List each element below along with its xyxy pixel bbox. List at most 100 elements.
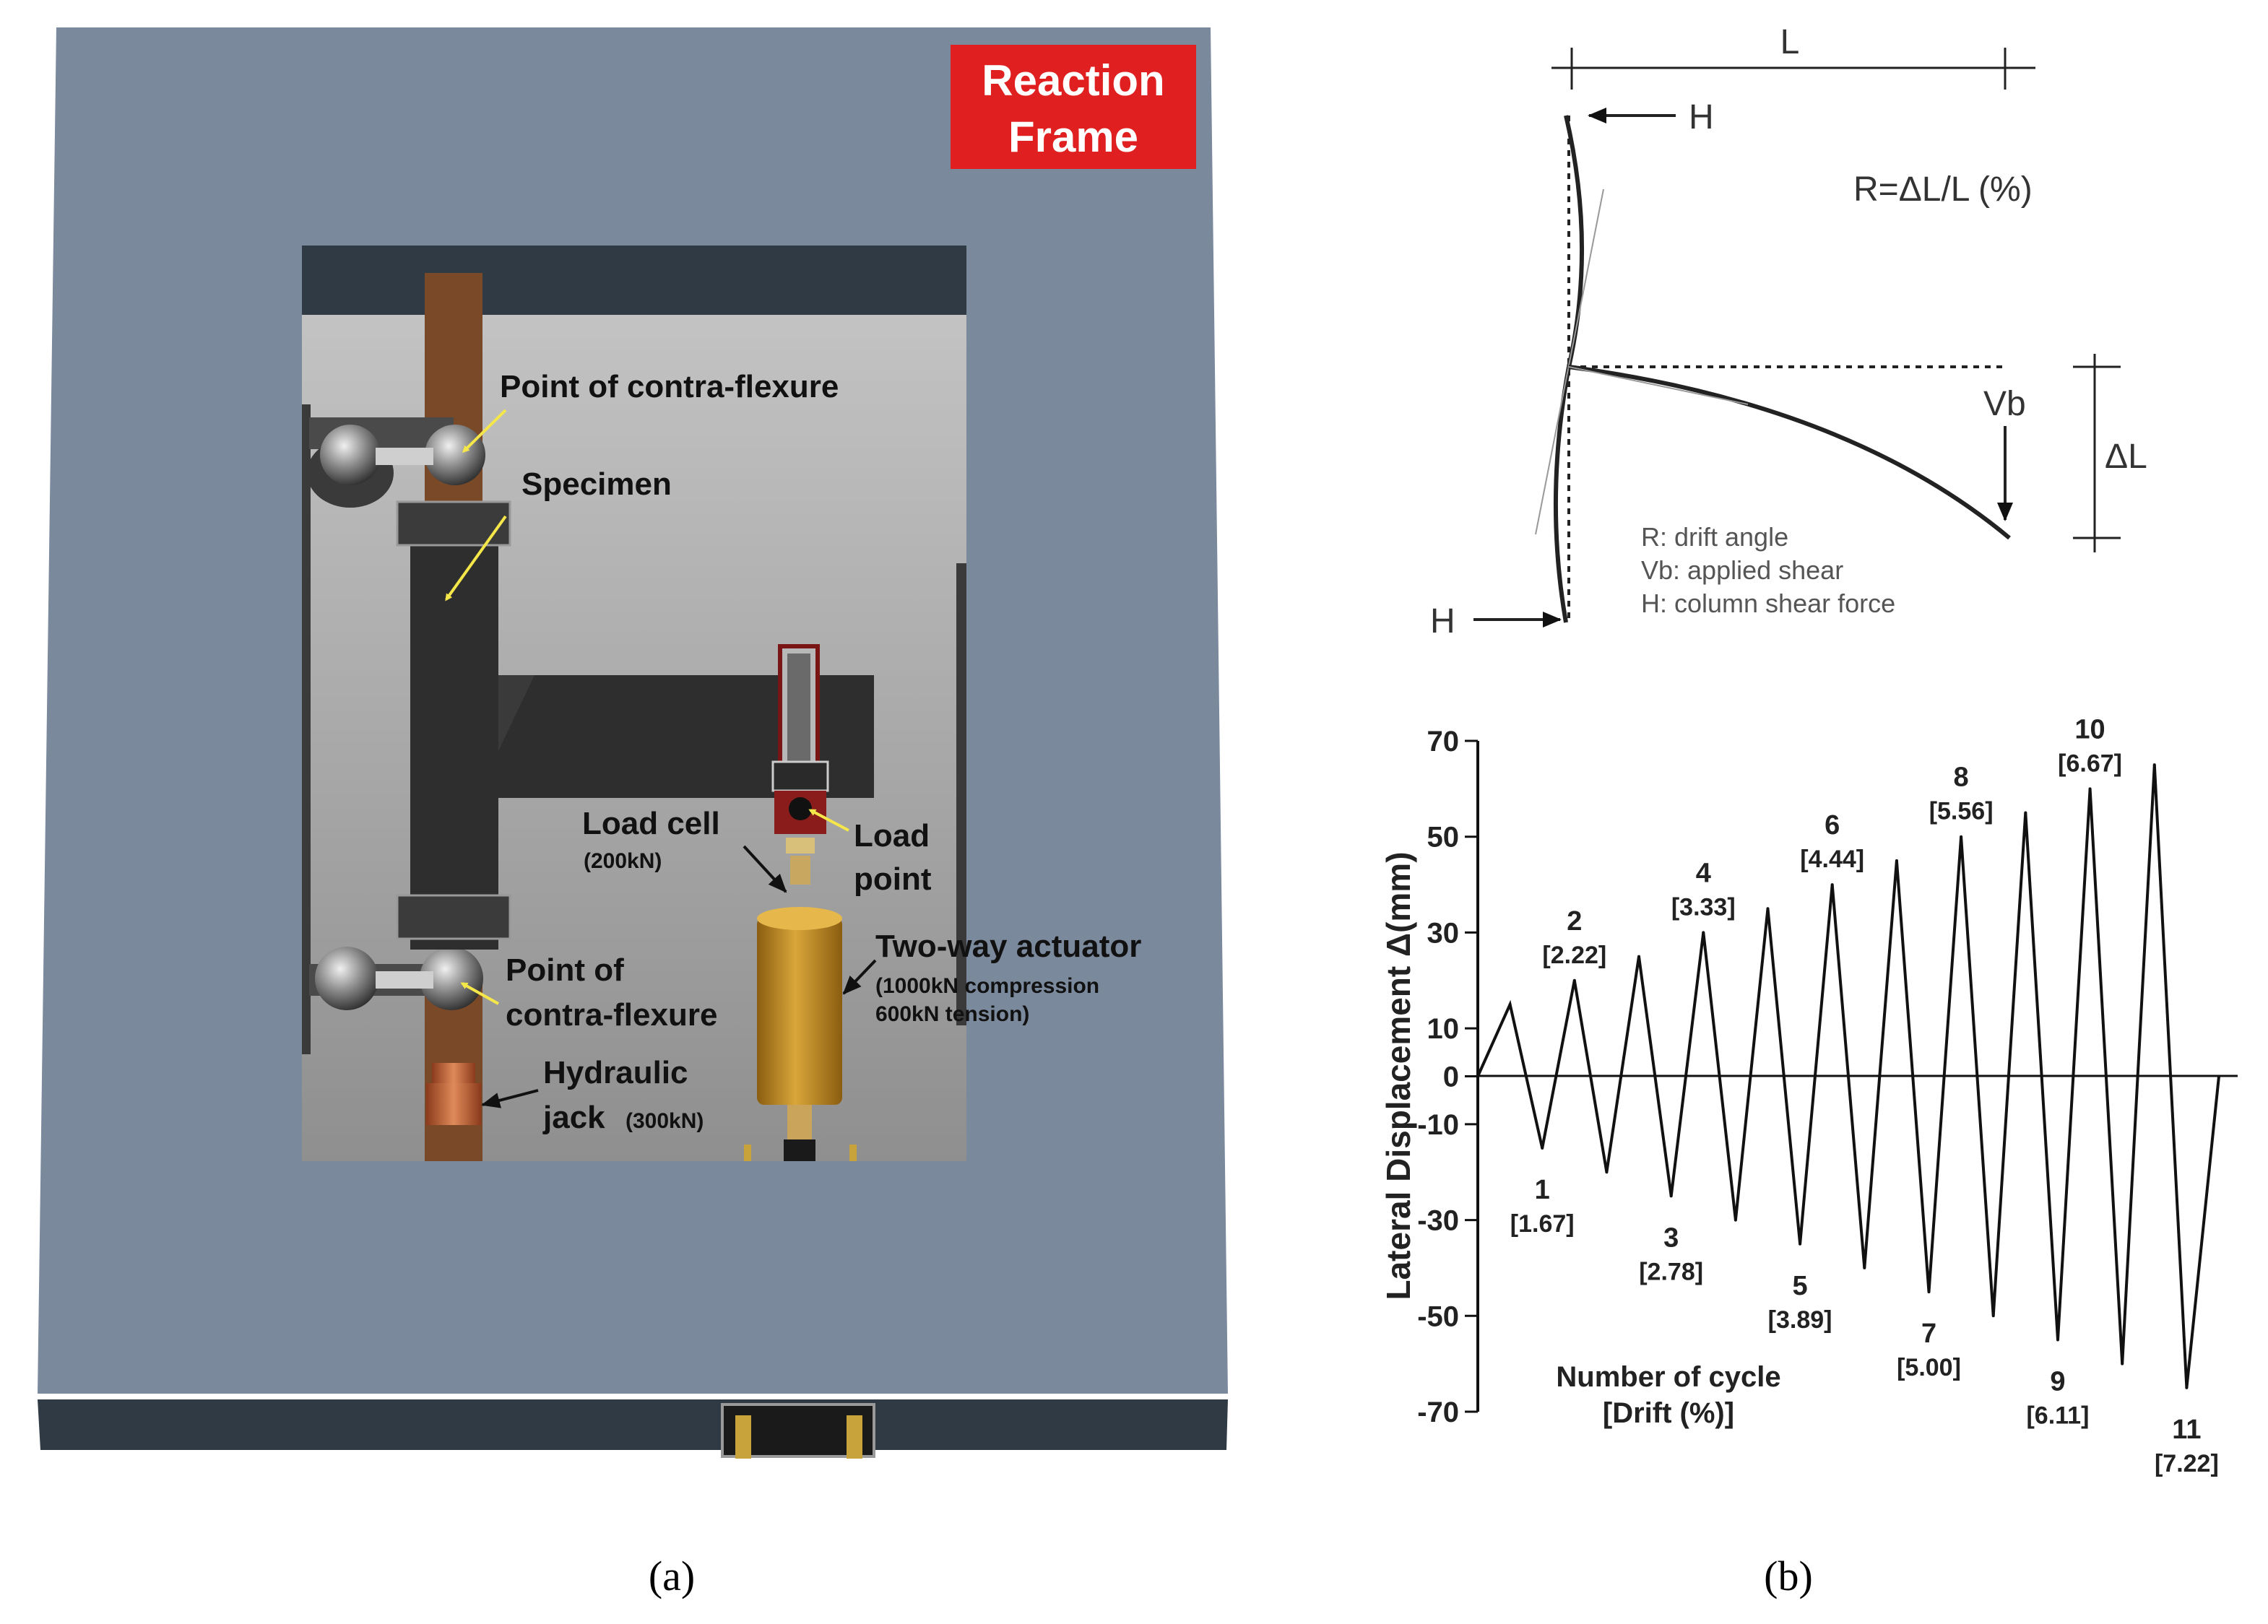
bottom-pin-support <box>309 947 483 1010</box>
arrow-contra-bottom <box>460 982 499 1005</box>
cycle-drift-label: [6.11] <box>2026 1402 2089 1429</box>
column-tangent <box>1535 188 1604 535</box>
y-tick-label: -10 <box>1417 1109 1459 1141</box>
data-point <box>1734 1218 1737 1222</box>
legend-drift-angle: R: drift angle <box>1641 522 1788 552</box>
label-jack-line1: Hydraulic <box>543 1055 688 1090</box>
data-point <box>2024 811 2027 815</box>
displacement-series-points <box>1476 763 2220 1389</box>
label-actuator-spec-line2: 600kN tension) <box>875 1002 1029 1026</box>
label-specimen: Specimen <box>521 466 672 502</box>
y-tick-label: -70 <box>1417 1397 1459 1428</box>
arrow-specimen <box>445 515 507 602</box>
Vb-label: Vb <box>1983 385 2026 423</box>
label-load-point-line2: point <box>854 861 932 897</box>
arrow-load-cell <box>743 845 787 893</box>
data-point <box>1766 907 1770 911</box>
label-actuator: Two-way actuator <box>875 929 1141 964</box>
data-point <box>2217 1074 2220 1078</box>
data-point <box>1476 1074 1479 1078</box>
data-point <box>1572 978 1576 982</box>
cycle-drift-label: [2.22] <box>1542 942 1606 969</box>
label-load-point-line1: Load <box>854 818 930 854</box>
y-tick-label: 0 <box>1443 1061 1459 1093</box>
label-jack-capacity: (300kN) <box>626 1109 704 1133</box>
label-jack-line2: jack <box>542 1100 605 1135</box>
data-point <box>1702 931 1705 934</box>
y-tick-label: 70 <box>1427 726 1460 757</box>
arrow-actuator <box>842 959 877 995</box>
data-point <box>2056 1338 2059 1342</box>
data-point <box>2121 1362 2124 1365</box>
data-point <box>1637 955 1641 958</box>
legend-column-shear: H: column shear force <box>1641 589 1895 618</box>
cycle-number-label: 8 <box>1954 763 1969 793</box>
cycle-number-label: 9 <box>2050 1366 2065 1397</box>
cycle-number-label: 2 <box>1567 906 1582 937</box>
arrow-load-point <box>808 809 849 832</box>
cycle-number-label: 3 <box>1663 1223 1679 1253</box>
H-bottom-label: H <box>1430 602 1455 641</box>
label-actuator-spec-line1: (1000kN compression <box>875 974 1099 998</box>
caption-a: (a) <box>649 1553 695 1599</box>
cycle-drift-label: [6.67] <box>2058 750 2122 777</box>
cycle-drift-label: [4.44] <box>1800 846 1864 873</box>
cycle-number-label: 4 <box>1696 858 1711 888</box>
load-point-assembly <box>771 644 829 885</box>
data-point <box>2088 787 2092 791</box>
data-point <box>1508 1002 1512 1006</box>
y-axis-label: Lateral Displacement Δ(mm) <box>1380 851 1417 1300</box>
cycle-drift-label: [1.67] <box>1510 1210 1575 1238</box>
base-connector-bolt-right <box>847 1415 862 1459</box>
cycle-number-label: 11 <box>2172 1415 2201 1445</box>
L-label: L <box>1780 23 1800 61</box>
data-point <box>1830 883 1834 887</box>
reaction-frame-badge <box>951 45 1196 169</box>
arrow-contra-top <box>462 409 507 453</box>
label-contra-bottom-line1: Point of <box>506 952 624 988</box>
cycle-drift-label: [5.56] <box>1929 798 1994 825</box>
cycle-drift-label: [3.33] <box>1671 893 1736 921</box>
drift-formula: R=ΔL/L (%) <box>1853 170 2033 209</box>
cycle-number-label: 10 <box>2074 714 2105 744</box>
dL-label: ΔL <box>2105 438 2147 476</box>
two-way-actuator <box>744 907 857 1161</box>
hydraulic-jack <box>426 1063 481 1125</box>
data-point <box>1605 1171 1609 1174</box>
cycle-number-label: 5 <box>1793 1271 1808 1301</box>
x-axis-label-line2: [Drift (%)] <box>1603 1397 1734 1429</box>
H-top-label: H <box>1689 98 1714 136</box>
test-bay-right-rail <box>956 563 966 1025</box>
panel-a: Reaction Frame Point of contra-flexure S… <box>38 27 1228 1459</box>
data-point <box>1799 1242 1802 1246</box>
data-point <box>1541 1147 1544 1150</box>
cycle-drift-label: [2.78] <box>1639 1258 1703 1285</box>
label-contra-top: Point of contra-flexure <box>500 369 839 404</box>
column-deformed-lower <box>1553 366 1571 623</box>
specimen <box>396 500 874 950</box>
data-point <box>1895 859 1898 862</box>
data-point <box>2152 763 2156 767</box>
label-load-cell-capacity: (200kN) <box>584 849 662 873</box>
panel-b-schematic-text: L H H R=ΔL/L (%) Vb ΔL R: drift angle Vb… <box>1430 23 2147 641</box>
label-contra-bottom-line2: contra-flexure <box>506 997 717 1033</box>
data-point <box>1960 835 1963 838</box>
beam-tangent <box>1568 366 1749 405</box>
panel-b-schematic <box>1473 48 2121 628</box>
data-point <box>2185 1386 2189 1389</box>
cycle-drift-label: [7.22] <box>2155 1450 2219 1477</box>
test-bay-top-beam <box>302 246 966 315</box>
label-load-cell: Load cell <box>582 806 720 841</box>
caption-b: (b) <box>1764 1553 1813 1599</box>
beam-deformed <box>1568 365 2011 540</box>
top-pin-support <box>307 417 485 508</box>
y-tick-label: -30 <box>1417 1205 1459 1237</box>
y-tick-label: 30 <box>1427 917 1460 949</box>
y-tick-label: 10 <box>1427 1013 1460 1045</box>
reaction-frame-label-line2: Frame <box>1008 113 1138 161</box>
cycle-number-label: 7 <box>1921 1319 1936 1349</box>
data-point <box>1991 1314 1995 1318</box>
